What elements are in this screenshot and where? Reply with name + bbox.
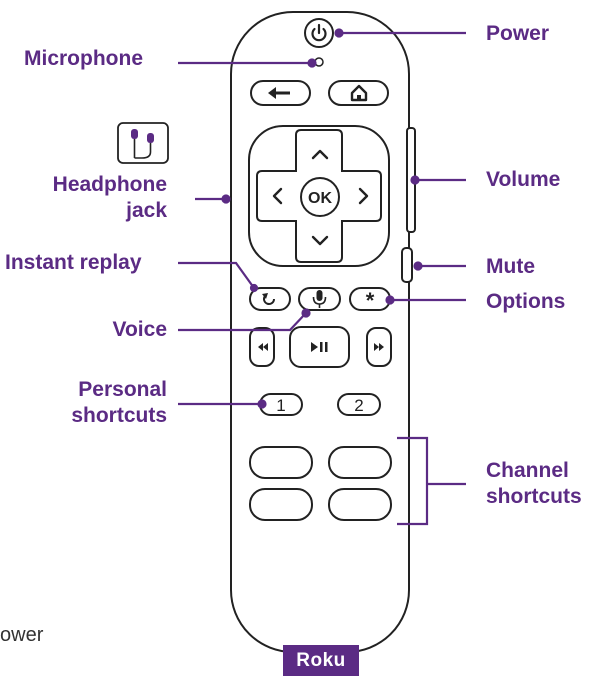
rewind-button[interactable] — [249, 327, 275, 367]
headphone-label-line2: jack — [126, 199, 167, 222]
shortcut-2-label: 2 — [354, 396, 363, 415]
volume-leader-dot — [410, 175, 420, 185]
channel-shortcut-button[interactable] — [328, 446, 392, 479]
personal-label-line1: Personal — [78, 378, 167, 401]
power-label: Power — [486, 22, 550, 45]
microphone-label: Microphone — [24, 47, 143, 70]
leader-lines — [178, 28, 466, 526]
options-symbol: * — [366, 288, 375, 313]
fast-forward-button[interactable] — [366, 327, 392, 367]
options-button[interactable]: * — [349, 287, 391, 313]
mute-label: Mute — [486, 255, 535, 278]
channel-shortcut-button[interactable] — [328, 488, 392, 521]
power-button[interactable] — [304, 18, 334, 48]
replay-leader — [178, 261, 255, 289]
home-icon — [350, 84, 368, 102]
voice-leader-dot — [301, 308, 311, 318]
back-arrow-icon — [268, 87, 290, 99]
personal-shortcut-2-button[interactable]: 2 — [337, 393, 381, 416]
cropped-caption-text: ower — [0, 624, 44, 646]
microphone-leader-dot — [307, 58, 317, 68]
replay-icon — [262, 293, 275, 305]
play-pause-icon — [311, 342, 328, 352]
power-icon — [311, 23, 327, 42]
chevron-up-icon — [311, 149, 329, 160]
headphone-jack-label: Headphone jack — [20, 172, 167, 224]
replay-leader-dot — [249, 283, 259, 293]
shortcut-1-label: 1 — [276, 396, 285, 415]
channel-label-line1: Channel — [486, 459, 569, 482]
channel-shortcuts-label: Channel shortcuts — [486, 458, 582, 510]
mute-side-button[interactable] — [401, 247, 413, 283]
microphone-icon — [312, 290, 327, 308]
voice-button[interactable] — [298, 287, 341, 311]
chevron-left-icon — [272, 187, 283, 205]
chevron-down-icon — [311, 235, 329, 246]
chevron-right-icon — [358, 187, 369, 205]
options-leader-dot — [385, 295, 395, 305]
instant-replay-label: Instant replay — [5, 251, 142, 274]
headphone-label-line1: Headphone — [52, 173, 167, 196]
channel-shortcut-button[interactable] — [249, 488, 313, 521]
home-button[interactable] — [328, 80, 389, 106]
channel-bracket — [397, 436, 429, 526]
volume-label: Volume — [486, 168, 561, 191]
headphone-leader-dot — [221, 194, 231, 204]
ok-label: OK — [308, 190, 332, 207]
back-button[interactable] — [250, 80, 311, 106]
play-pause-button[interactable] — [289, 326, 350, 368]
power-leader-dot — [334, 28, 344, 38]
voice-leader — [178, 312, 307, 332]
headphone-icon — [117, 122, 169, 164]
instant-replay-button[interactable] — [249, 287, 291, 311]
personal-label-line2: shortcuts — [71, 404, 167, 427]
personal-shortcuts-label: Personal shortcuts — [20, 377, 167, 429]
voice-label: Voice — [112, 318, 167, 341]
mute-leader-dot — [413, 261, 423, 271]
ok-button[interactable]: OK — [300, 177, 340, 217]
personal-leader-dot — [257, 399, 267, 409]
fast-forward-icon — [374, 343, 384, 351]
rewind-icon — [258, 343, 268, 351]
options-label: Options — [486, 290, 566, 313]
channel-shortcut-button[interactable] — [249, 446, 313, 479]
channel-label-line2: shortcuts — [486, 485, 582, 508]
roku-logo: Roku — [283, 645, 359, 676]
